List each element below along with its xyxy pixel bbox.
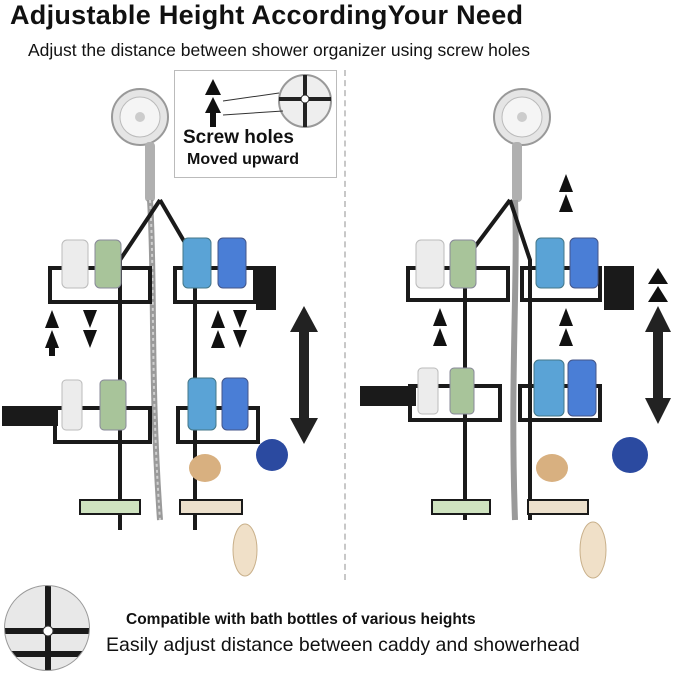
right-caddy-illustration <box>360 88 671 579</box>
shower-head-icon <box>111 88 169 202</box>
compatibility-caption: Compatible with bath bottles of various … <box>126 611 476 628</box>
double-headed-arrow-icon <box>645 306 671 424</box>
shower-head-icon <box>493 88 551 202</box>
double-headed-arrow-icon <box>290 306 318 444</box>
bottles-top <box>61 237 247 289</box>
bottles-bottom <box>417 359 597 417</box>
screw-holes-label: Screw holes <box>183 127 294 148</box>
screw-closeup-circle <box>4 585 90 671</box>
adjust-caption: Easily adjust distance between caddy and… <box>106 634 580 656</box>
moved-upward-label: Moved upward <box>187 151 300 168</box>
screw-detail <box>205 74 332 128</box>
up-arrow-icon <box>433 174 668 346</box>
screw-icon <box>42 625 54 637</box>
down-arrow-icon <box>83 310 247 348</box>
page-title: Adjustable Height AccordingYour Need <box>10 0 524 30</box>
bath-sponge-icon <box>256 439 288 471</box>
up-arrow-icon <box>45 310 225 356</box>
left-caddy-illustration <box>2 88 318 577</box>
screw-icon <box>300 94 310 104</box>
page-subtitle: Adjust the distance between shower organ… <box>28 40 530 60</box>
screw-holes-inset: Screw holes Moved upward <box>174 70 337 178</box>
bottles-bottom <box>61 377 249 431</box>
bottles-top <box>415 237 599 289</box>
up-arrow-icon <box>205 79 221 127</box>
center-divider <box>344 70 346 580</box>
bath-sponge-icon <box>612 437 648 473</box>
